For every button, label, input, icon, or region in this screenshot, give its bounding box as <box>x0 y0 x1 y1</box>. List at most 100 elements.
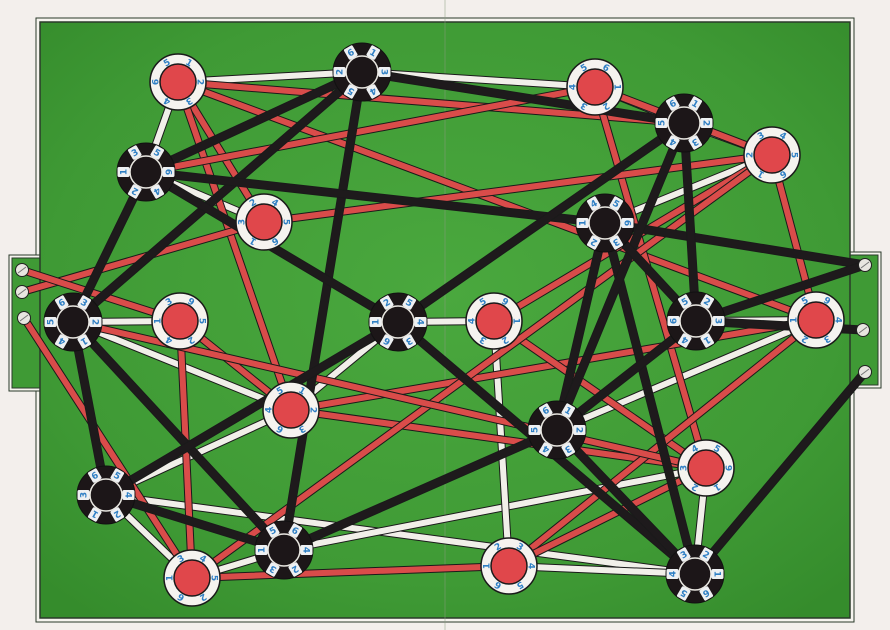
node-digit: 5 <box>151 148 161 160</box>
black-path <box>690 367 870 579</box>
node-digit: 2 <box>746 152 756 158</box>
node-digit: 2 <box>289 563 299 575</box>
black-path <box>141 67 367 177</box>
black-path <box>357 67 689 128</box>
terminal-screw-icon <box>856 323 870 337</box>
node-digit: 5 <box>275 386 285 398</box>
node-digit: 5 <box>280 219 290 225</box>
node-digit: 1 <box>756 168 766 180</box>
node-digit: 6 <box>275 423 285 435</box>
node-digit: 6 <box>346 48 356 60</box>
terminal-screw-icon <box>15 285 29 299</box>
node-digit: 2 <box>307 407 317 413</box>
node-digit: 4 <box>164 334 174 346</box>
node-digit: 4 <box>525 563 535 569</box>
node-digit: 5 <box>514 579 524 591</box>
node-digit: 2 <box>89 319 99 325</box>
node-digit: 3 <box>268 563 278 575</box>
node-digit: 3 <box>562 443 572 455</box>
node-digit: 9 <box>821 296 831 308</box>
node-digit: 2 <box>589 236 599 248</box>
white-path <box>553 316 820 434</box>
node-digit: 3 <box>514 542 524 554</box>
node-digit: 1 <box>562 406 572 418</box>
node-digit: 4 <box>57 335 67 347</box>
node-digit: 4 <box>777 131 787 143</box>
node-digit: 1 <box>701 334 711 346</box>
black-path <box>101 317 403 500</box>
node-digit: 3 <box>130 148 140 160</box>
node-digit: 3 <box>238 219 248 225</box>
node-digit: 1 <box>372 319 382 325</box>
node-digit: 5 <box>403 298 413 310</box>
red-path <box>20 314 196 582</box>
node-digit: 3 <box>403 335 413 347</box>
node-digit: 6 <box>493 579 503 591</box>
node-digit: 2 <box>690 481 700 493</box>
node-digit: 4 <box>690 444 700 456</box>
node-digit: 3 <box>756 131 766 143</box>
black-path <box>600 218 870 270</box>
node-digit: 9 <box>499 297 509 309</box>
node-digit: 1 <box>248 235 258 247</box>
node-digit: 2 <box>194 79 204 85</box>
node-digit: 4 <box>468 318 478 324</box>
node-digit: 2 <box>130 185 140 197</box>
node-digit: 3 <box>164 297 174 309</box>
node-digit: 5 <box>47 319 57 325</box>
node-digit: 4 <box>569 84 579 90</box>
node-digit: 6 <box>700 587 710 599</box>
node-digit: 4 <box>589 199 599 211</box>
node-digit: 3 <box>176 554 186 566</box>
black-paths <box>68 67 870 579</box>
node-digit: 3 <box>689 136 699 148</box>
node-digit: 4 <box>541 443 551 455</box>
node-digit: 2 <box>701 297 711 309</box>
node-digit: 1 <box>510 318 520 324</box>
terminal-screw-icon <box>858 258 872 272</box>
node-digit: 6 <box>600 63 610 75</box>
black-path <box>393 118 689 327</box>
node-digit: 2 <box>700 550 710 562</box>
terminals <box>15 258 872 379</box>
node-digit: 2 <box>800 333 810 345</box>
node-digit: 3 <box>296 423 306 435</box>
node-digit: 3 <box>378 69 388 75</box>
black-path <box>552 425 700 579</box>
node-digit: 1 <box>579 220 589 226</box>
node-digit: 6 <box>541 406 551 418</box>
node-digit: 5 <box>711 444 721 456</box>
node-digit: 9 <box>722 465 732 471</box>
node-digit: 9 <box>185 297 195 309</box>
white-path <box>280 464 710 554</box>
node-digit: 1 <box>611 84 621 90</box>
node-digit: 3 <box>579 100 589 112</box>
node-digit: 2 <box>573 427 583 433</box>
node-digit: 2 <box>185 334 195 346</box>
white-path <box>174 68 366 86</box>
black-path <box>552 118 689 435</box>
node-digit: 6 <box>621 220 631 226</box>
